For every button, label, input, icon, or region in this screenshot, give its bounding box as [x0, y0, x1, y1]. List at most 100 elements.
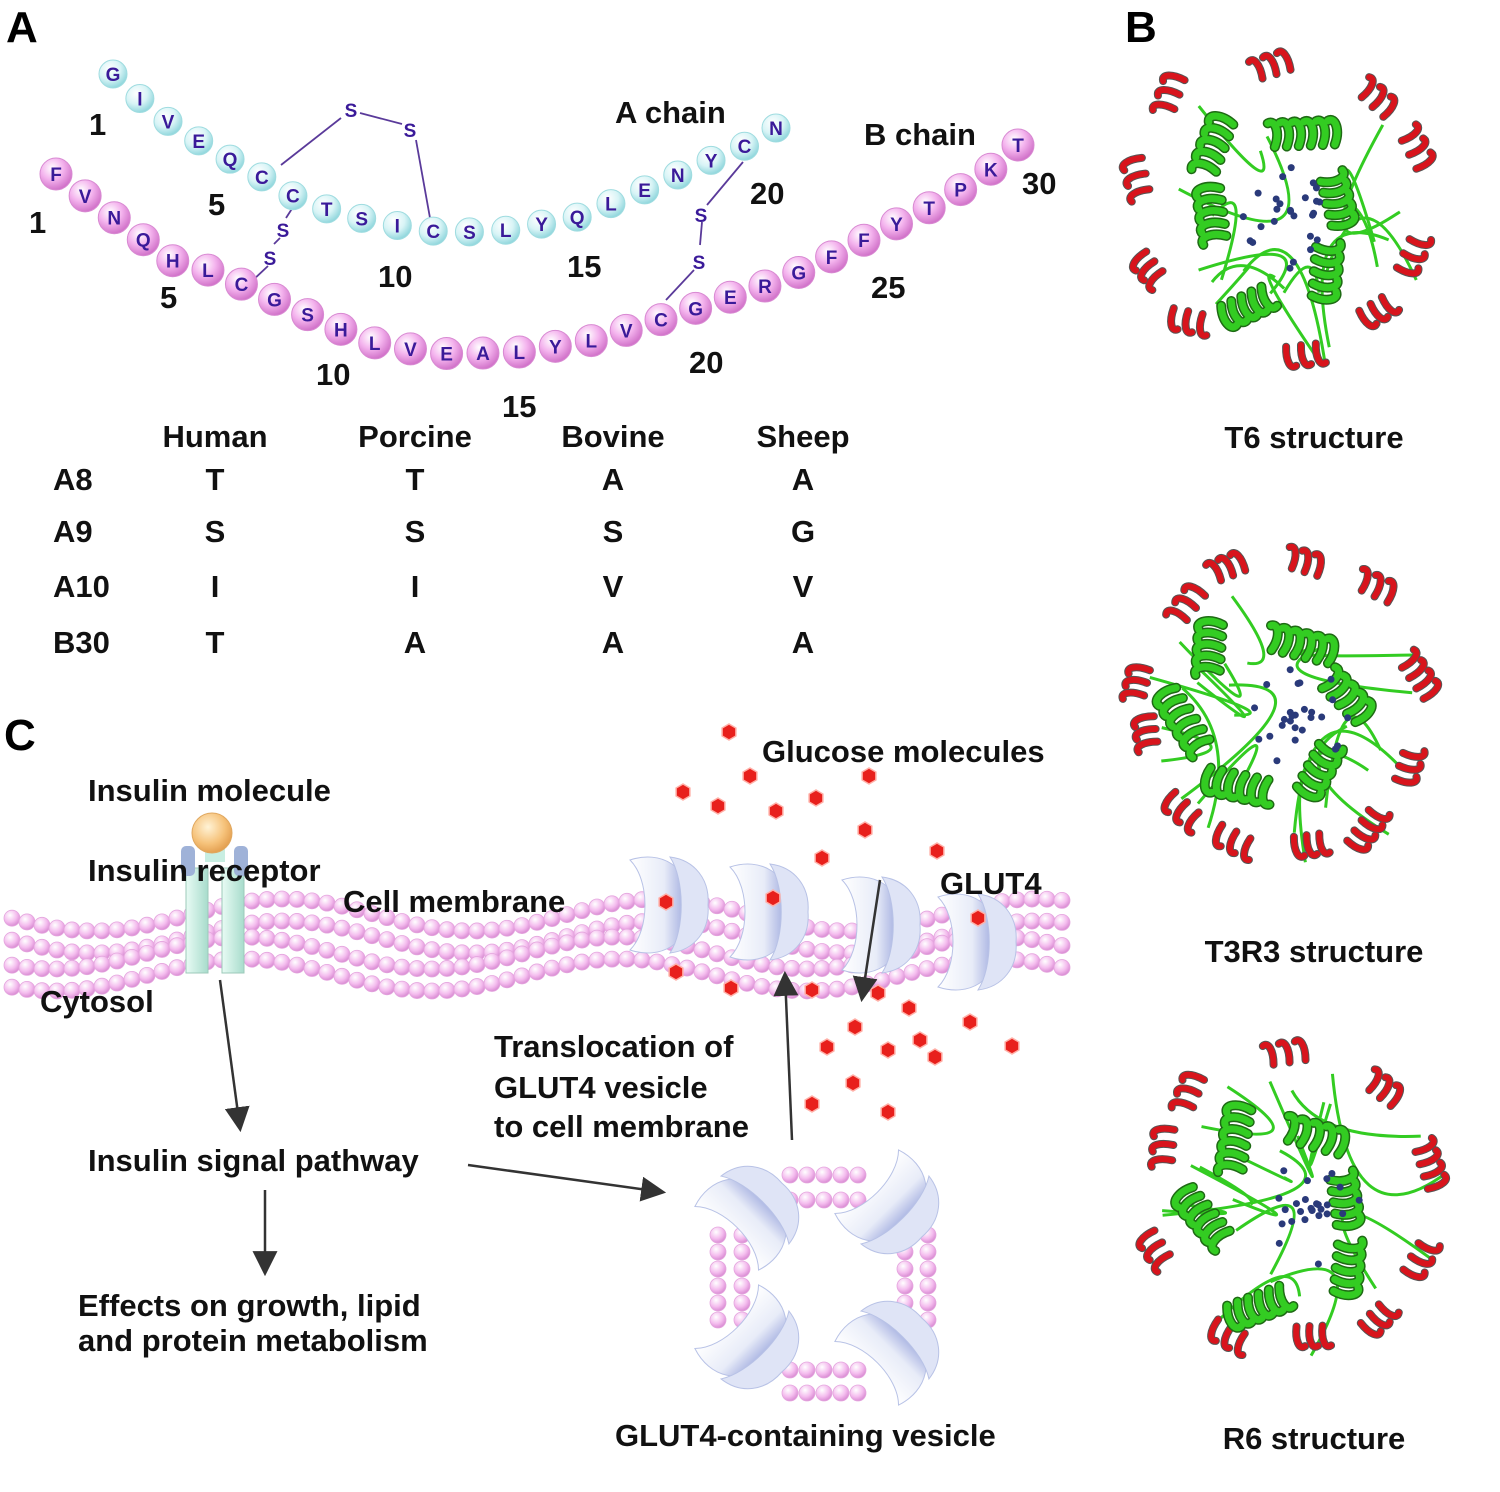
lipid-head [529, 964, 545, 980]
table-cell: G [791, 514, 815, 549]
lipid-head [169, 910, 185, 926]
insulin-receptor-label: Insulin receptor [88, 853, 321, 888]
panel-c: Insulin molecule Insulin receptor Cell m… [4, 724, 1070, 1453]
b-chain-number-30: 30 [1022, 166, 1056, 201]
ligand-atom [1258, 223, 1265, 230]
a-chain-residue-letter: C [286, 187, 300, 208]
b-chain-residue: P [945, 174, 977, 206]
b-chain-residue-letter: C [654, 311, 668, 332]
ligand-atom [1313, 1200, 1320, 1207]
b-chain-residue: N [98, 202, 130, 234]
lipid-head [94, 923, 110, 939]
b-chain-residue: F [848, 224, 880, 256]
lipid-head [782, 1385, 798, 1401]
ligand-atom [1240, 213, 1247, 220]
lipid-head [529, 942, 545, 958]
ligand-atom [1339, 1210, 1346, 1217]
helix [1360, 1299, 1399, 1338]
table-column-header: Human [162, 419, 267, 454]
b-chain-residue: R [749, 270, 781, 302]
lipid-head [424, 942, 440, 958]
b-chain-residue: L [359, 327, 391, 359]
b-chain-residue: V [69, 180, 101, 212]
glucose-molecule [809, 790, 823, 806]
lipid-head [154, 941, 170, 957]
sulfur-atom-label: S [693, 253, 706, 274]
helix [1152, 73, 1185, 117]
lipid-head [514, 918, 530, 934]
lipid-head [484, 953, 500, 969]
lipid-head [739, 975, 755, 991]
lipid-head [1054, 960, 1070, 976]
lipid-head [469, 923, 485, 939]
panel-a: SSSSSS FVNQHLCGSHLVEALYLVCGERGFFYTPKT GI… [29, 60, 1056, 660]
b-chain-residue-letter: K [984, 160, 998, 181]
a-chain-number-15: 15 [567, 249, 601, 284]
cell-membrane-label: Cell membrane [343, 884, 565, 919]
lipid-head [710, 1312, 726, 1328]
lipid-head [259, 914, 275, 930]
receptor-to-pathway-arrow [220, 980, 240, 1128]
lipid-head [259, 952, 275, 968]
a-chain-residue-letter: S [355, 209, 368, 230]
glucose-molecule [815, 850, 829, 866]
lipid-head [604, 929, 620, 945]
lipid-head [334, 946, 350, 962]
coil [1236, 1205, 1294, 1274]
lipid-head [34, 939, 50, 955]
a-chain-residue-letter: Q [223, 150, 238, 171]
glucose-molecule [930, 843, 944, 859]
lipid-head [844, 979, 860, 995]
b-chain-residue: V [394, 333, 426, 365]
helix [1363, 1069, 1404, 1107]
b-chain-residue-letter: V [404, 340, 417, 361]
lipid-head [19, 981, 35, 997]
helix [1286, 343, 1326, 368]
b-chain-residue-letter: L [585, 332, 597, 353]
helix [1195, 185, 1227, 245]
a-chain-residue-letter: Y [535, 215, 548, 236]
ligand-atom [1297, 1208, 1304, 1215]
a-chain-residue: Y [697, 146, 725, 174]
lipid-head [499, 950, 515, 966]
ligand-atom [1301, 1216, 1308, 1223]
b-chain-residue-letter: F [50, 165, 62, 186]
glucose-molecule [858, 822, 872, 838]
table-row-position: A8 [53, 462, 93, 497]
glucose-molecule [766, 890, 780, 906]
a-chain-residue-letter: N [671, 166, 685, 187]
helix [1249, 50, 1291, 81]
glucose-molecule [1005, 1038, 1019, 1054]
a-chain-residue: V [154, 107, 182, 135]
lipid-head [920, 1278, 936, 1294]
ligand-atom [1287, 709, 1294, 716]
glucose-molecule [805, 1096, 819, 1112]
a-chain-label: A chain [615, 95, 726, 130]
ligand-atom [1329, 696, 1336, 703]
lipid-head [816, 1192, 832, 1208]
lipid-head [769, 959, 785, 975]
glucose-molecule [862, 768, 876, 784]
a-chain-residue: I [383, 211, 411, 239]
lipid-head [619, 893, 635, 909]
lipid-head [919, 961, 935, 977]
ligand-atom [1302, 194, 1309, 201]
lipid-head [897, 1261, 913, 1277]
helix [1282, 1115, 1347, 1155]
lipid-head [934, 935, 950, 951]
lipid-head [484, 922, 500, 938]
b-chain-residue: E [431, 338, 463, 370]
lipid-head [1024, 932, 1040, 948]
lipid-head [814, 921, 830, 937]
lipid-head [169, 938, 185, 954]
lipid-head [424, 920, 440, 936]
lipid-head [379, 957, 395, 973]
lipid-head [304, 893, 320, 909]
vesicle-label: GLUT4-containing vesicle [615, 1418, 996, 1453]
lipid-head [319, 917, 335, 933]
b-chain-residue: H [325, 313, 357, 345]
lipid-head [709, 898, 725, 914]
lipid-head [4, 979, 20, 995]
b-chain-residue-letter: H [166, 252, 180, 273]
